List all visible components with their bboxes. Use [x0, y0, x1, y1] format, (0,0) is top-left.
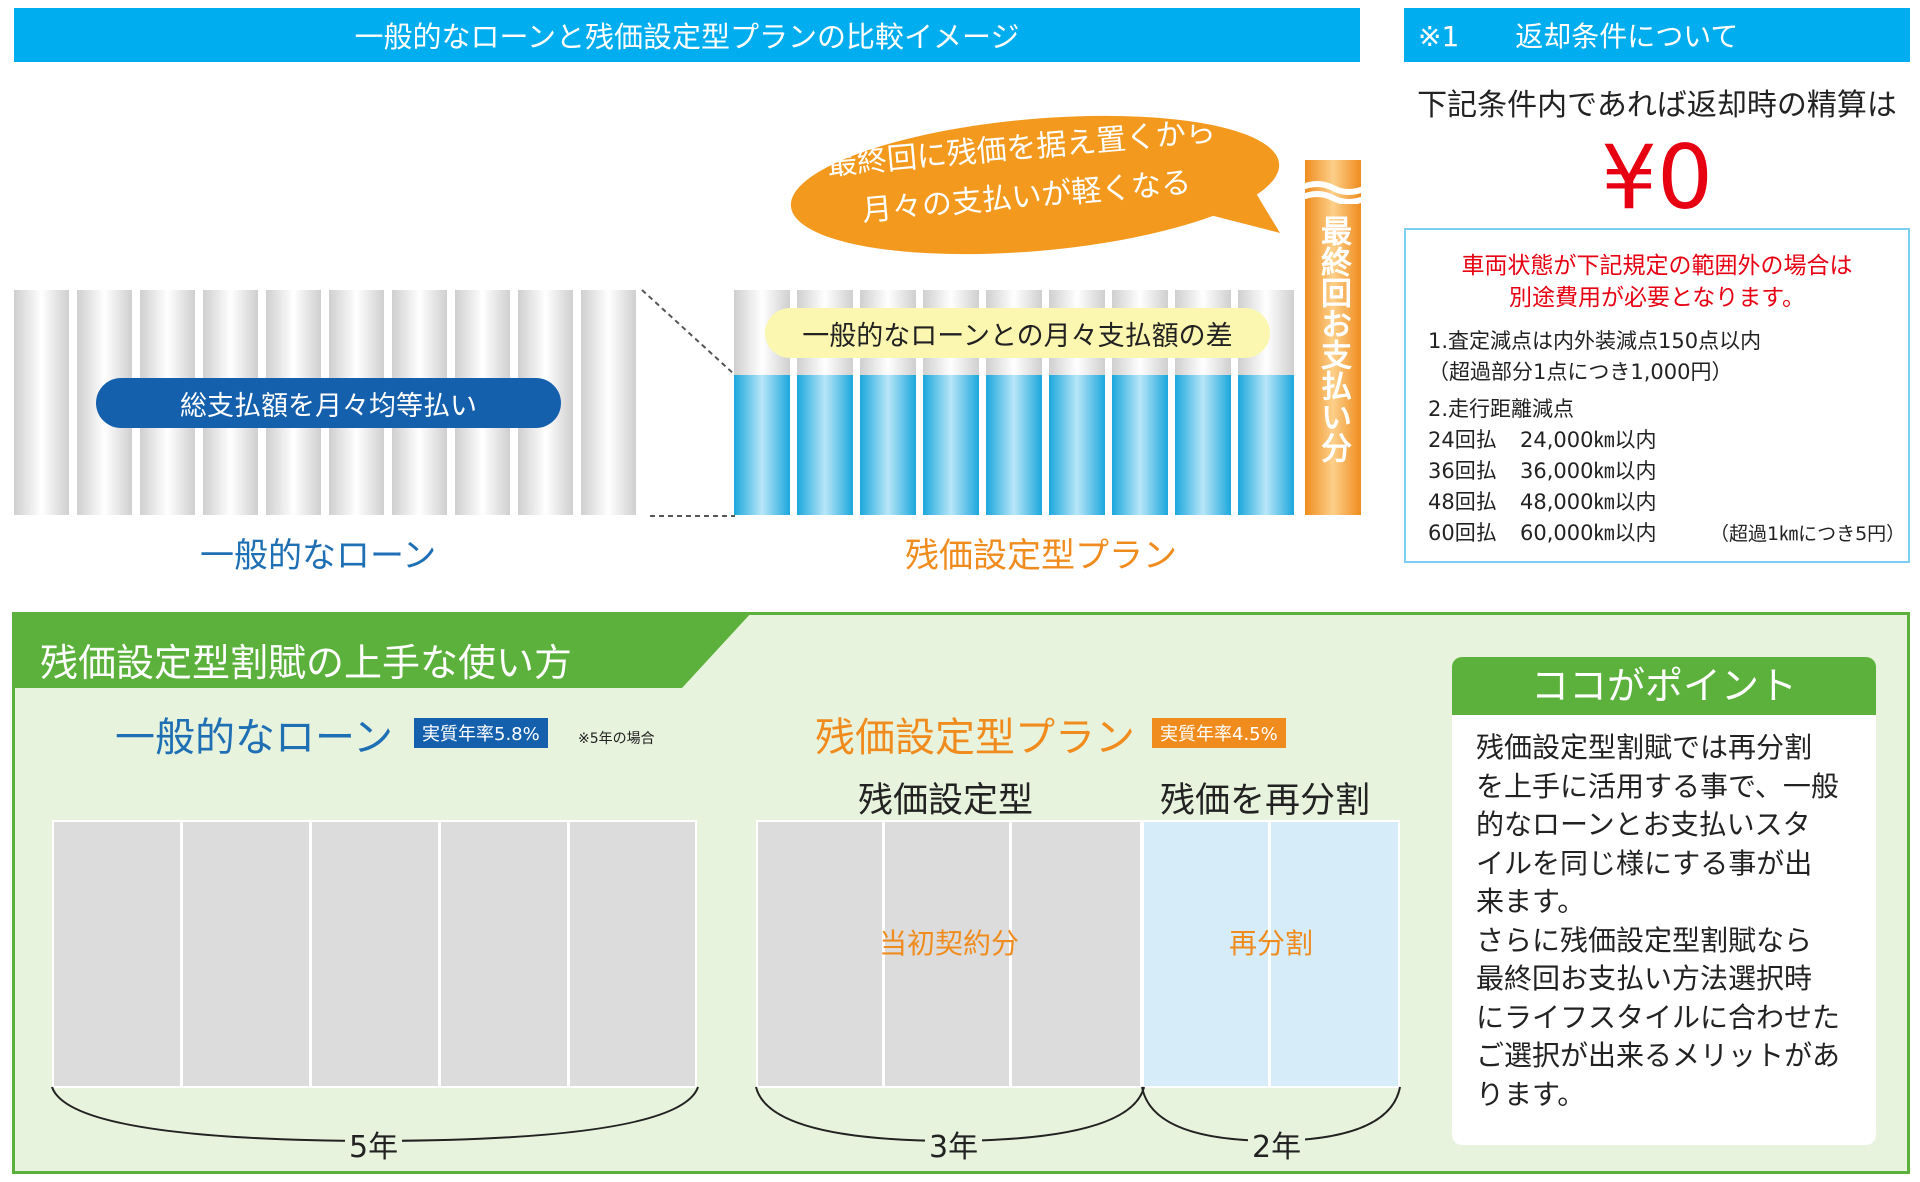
- plan-sub2: 残価を再分割: [1160, 781, 1371, 821]
- warning-line1: 車両状態が下記規定の範囲外の場合は: [1461, 253, 1853, 279]
- mileage-row: 24回払 24,000㎞以内: [1428, 425, 1898, 456]
- usage-title-tab: [12, 612, 752, 688]
- final-payment-bar: [1305, 160, 1361, 515]
- initial-contract-label: 当初契約分: [878, 927, 1019, 960]
- final-payment-label: 最終回お支払い分: [1315, 215, 1351, 463]
- loan-rate-note: ※5年の場合: [578, 731, 655, 747]
- mileage-limit: 36,000㎞以内: [1520, 459, 1657, 483]
- return-header-text: ※1 返却条件について: [1418, 20, 1739, 53]
- point-line: ご選択が出来るメリットがあ: [1476, 1039, 1841, 1072]
- mileage-term: 36回払: [1428, 459, 1497, 483]
- mileage-row: 48回払 48,000㎞以内: [1428, 487, 1898, 518]
- point-line: にライフスタイルに合わせた: [1476, 1000, 1841, 1034]
- loan-bar-label-text: 総支払額を月々均等払い: [180, 390, 477, 422]
- plan-bars: [734, 0, 1304, 600]
- mileage-term: 48回払: [1428, 490, 1497, 514]
- usage-plan-title: 残価設定型プラン: [815, 715, 1135, 761]
- comparison-header: 一般的なローンと残価設定型プランの比較イメージ: [14, 8, 1360, 62]
- condition-item1: 1.査定減点は内外装減点150点以内: [1428, 329, 1762, 353]
- mileage-term: 24回払: [1428, 428, 1497, 452]
- point-box: ココがポイント 残価設定型割賦では再分割 を上手に活用する事で、一般 的なローン…: [1452, 657, 1876, 1145]
- loan-year-cell: [441, 822, 570, 1086]
- loan-caption: 一般的なローン: [200, 536, 437, 576]
- return-lead: 下記条件内であれば返却時の精算は: [1417, 88, 1897, 123]
- mileage-row: 36回払 36,000㎞以内: [1428, 456, 1898, 487]
- usage-title: 残価設定型割賦の上手な使い方: [40, 641, 573, 685]
- point-line: 最終回お支払い方法選択時: [1476, 962, 1813, 995]
- point-title: ココがポイント: [1452, 657, 1876, 715]
- diff-label: 一般的なローンとの月々支払額の差: [765, 308, 1270, 358]
- point-line: イルを同じ様にする事が出: [1476, 846, 1813, 880]
- point-line: さらに残価設定型割賦なら: [1476, 923, 1813, 957]
- point-line: 残価設定型割賦では再分割: [1476, 731, 1813, 764]
- loan-blocks: [52, 820, 697, 1088]
- diff-label-text: 一般的なローンとの月々支払額の差: [802, 320, 1233, 352]
- plan-sub1: 残価設定型: [858, 781, 1034, 821]
- loan-year-cell: [312, 822, 441, 1086]
- return-header: ※1 返却条件について: [1404, 8, 1910, 62]
- point-line: ります。: [1476, 1077, 1586, 1111]
- point-line: を上手に活用する事で、一般: [1476, 769, 1839, 803]
- plan-year-cell: [885, 822, 1012, 1086]
- loan-bar: [14, 290, 69, 515]
- loan-year-cell: [54, 822, 183, 1086]
- plan-years-label-2: 2年: [1248, 1122, 1306, 1166]
- plan-initial-blocks: 当初契約分: [756, 820, 1142, 1088]
- warning-line2: 別途費用が必要となります。: [1508, 285, 1805, 311]
- plan-years-label-1: 3年: [925, 1122, 983, 1166]
- loan-bar: [581, 290, 636, 515]
- mileage-limit: 24,000㎞以内: [1520, 428, 1657, 452]
- speech-bubble: [790, 115, 1280, 255]
- point-text: 残価設定型割賦では再分割 を上手に活用する事で、一般 的なローンとお支払いスタ …: [1452, 715, 1876, 1114]
- mileage-note: （超過1㎞につき5円）: [1710, 523, 1906, 545]
- conditions-box: 車両状態が下記規定の範囲外の場合は 別途費用が必要となります。 1.査定減点は内…: [1404, 228, 1910, 563]
- loan-year-cell: [183, 822, 312, 1086]
- comparison-header-text: 一般的なローンと残価設定型プランの比較イメージ: [354, 20, 1020, 54]
- resplit-year-cell: [1144, 822, 1271, 1086]
- loan-years-label: 5年: [345, 1122, 403, 1166]
- conditions-list: 1.査定減点は内外装減点150点以内 （超過部分1点につき1,000円） 2.走…: [1428, 326, 1905, 550]
- loan-bars: [14, 0, 644, 600]
- point-line: 来ます。: [1476, 885, 1586, 918]
- loan-rate-badge: 実質年率5.8%: [414, 718, 548, 748]
- condition-item1-note: （超過部分1点につき1,000円）: [1428, 360, 1733, 384]
- plan-rate-badge: 実質年率4.5%: [1152, 718, 1286, 748]
- plan-year-cell: [1012, 822, 1140, 1086]
- loan-bar-label: 総支払額を月々均等払い: [96, 378, 561, 428]
- break-mark-icon: [1298, 181, 1368, 204]
- condition-item2: 2.走行距離減点: [1428, 397, 1575, 421]
- point-line: 的なローンとお支払いスタ: [1476, 808, 1811, 841]
- plan-resplit-blocks: 再分割: [1142, 820, 1400, 1088]
- plan-year-cell: [758, 822, 885, 1086]
- mileage-term: 60回払: [1428, 521, 1497, 545]
- return-amount: ¥0: [1601, 126, 1713, 229]
- usage-loan-title: 一般的なローン: [115, 715, 393, 761]
- mileage-limit: 60,000㎞以内: [1520, 521, 1657, 545]
- dashed-connector: [641, 289, 736, 517]
- mileage-row: 60回払 60,000㎞以内 （超過1㎞につき5円）: [1428, 518, 1905, 550]
- plan-caption: 残価設定型プラン: [905, 536, 1177, 576]
- resplit-label: 再分割: [1228, 927, 1313, 960]
- loan-year-cell: [570, 822, 695, 1086]
- resplit-year-cell: [1271, 822, 1398, 1086]
- mileage-limit: 48,000㎞以内: [1520, 490, 1657, 514]
